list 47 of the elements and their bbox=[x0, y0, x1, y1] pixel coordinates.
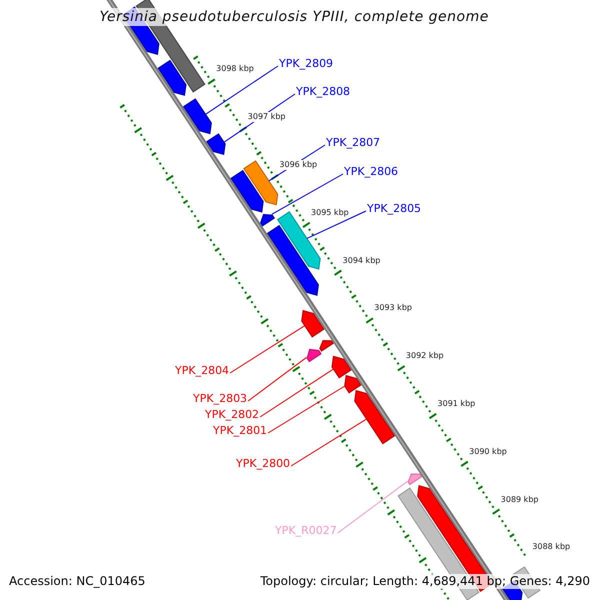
title: Yersinia pseudotuberculosis YPIII, complete genome bbox=[100, 8, 489, 26]
gene-feature bbox=[183, 98, 212, 134]
gene-feature bbox=[301, 310, 324, 338]
gene-feature bbox=[266, 224, 319, 296]
scale-label: 3091 kbp bbox=[436, 398, 476, 409]
leader-line bbox=[248, 356, 308, 402]
scale-label: 3092 kbp bbox=[404, 351, 445, 362]
gene-label: YPK_2805 bbox=[367, 202, 422, 215]
gene-label: YPK_2808 bbox=[296, 85, 350, 98]
gene-label: YPK_2801 bbox=[213, 424, 268, 437]
accession-text: Accession: NC_010465 bbox=[9, 574, 146, 589]
scale-label: 3093 kbp bbox=[373, 303, 413, 314]
scale-label: 3090 kbp bbox=[468, 446, 508, 457]
leader-line bbox=[337, 480, 408, 534]
leader-line bbox=[268, 386, 346, 434]
scale-label: 3089 kbp bbox=[500, 494, 540, 504]
gene-label: YPK_2803 bbox=[193, 392, 248, 405]
leader-line bbox=[290, 418, 368, 466]
gene-feature bbox=[206, 133, 226, 156]
gene-feature bbox=[319, 340, 334, 352]
scale-label: 3098 kbp bbox=[215, 64, 255, 74]
scale-label: 3095 kbp bbox=[310, 208, 350, 218]
gene-feature bbox=[354, 390, 396, 444]
gene-label: YPK_2807 bbox=[326, 136, 380, 149]
scale-label: 3097 kbp bbox=[246, 112, 286, 122]
gene-feature bbox=[344, 374, 362, 394]
gene-feature bbox=[331, 356, 352, 378]
gene-label: YPK_2802 bbox=[205, 408, 260, 421]
gene-feature bbox=[260, 214, 275, 226]
leader-line bbox=[260, 368, 334, 418]
gene-feature bbox=[230, 170, 264, 213]
leader-line bbox=[205, 66, 278, 115]
genome-info-text: Topology: circular; Length: 4,689,441 bp; Genes: 4,290 bbox=[260, 574, 590, 589]
gene-label: YPK_2806 bbox=[344, 165, 398, 178]
scale-label: 3088 kbp bbox=[531, 542, 572, 552]
gene-feature bbox=[306, 348, 322, 362]
gene-label: YPK_2800 bbox=[236, 457, 290, 470]
gene-feature bbox=[243, 160, 278, 206]
gene-label: YPK_R0027 bbox=[275, 524, 337, 537]
leader-line bbox=[306, 210, 366, 239]
scale-label: 3096 kbp bbox=[278, 160, 318, 170]
gene-label: YPK_2804 bbox=[175, 364, 230, 377]
gene-feature bbox=[158, 60, 187, 96]
leader-line bbox=[271, 174, 344, 215]
gene-label: YPK_2809 bbox=[279, 57, 334, 70]
leader-line bbox=[230, 325, 306, 374]
scale-label: 3094 kbp bbox=[342, 256, 382, 266]
